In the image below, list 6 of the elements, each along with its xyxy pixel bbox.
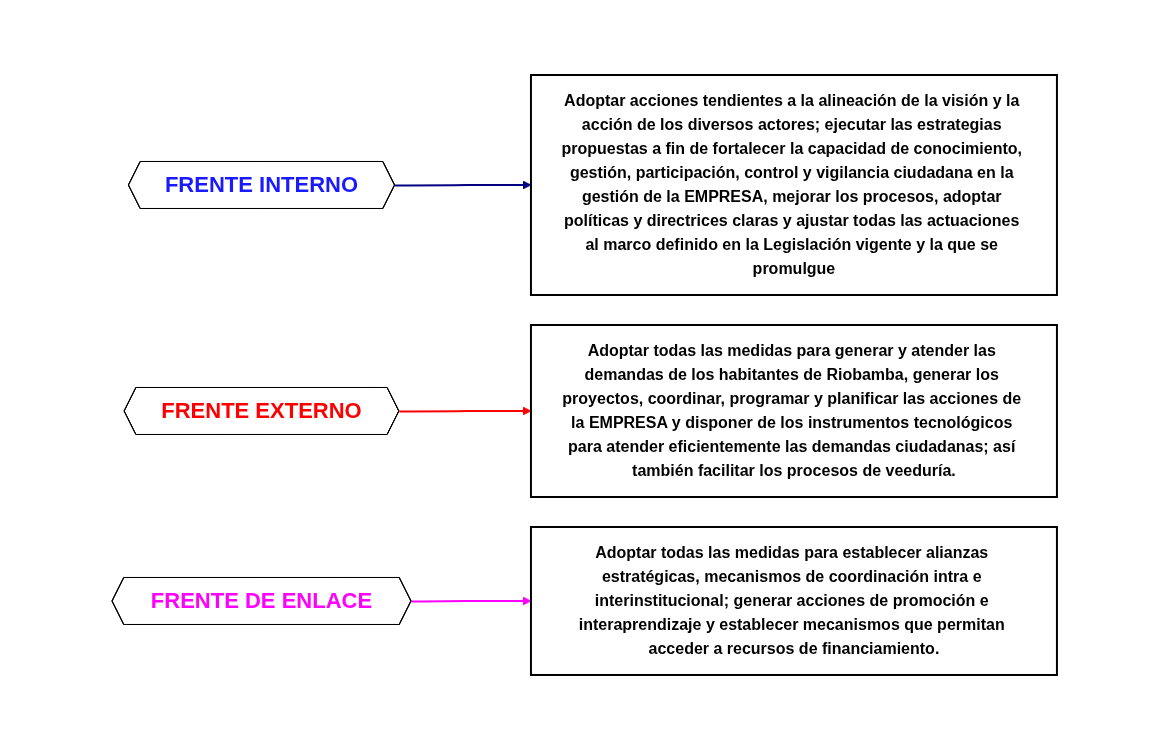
- node-box: Adoptar todas las medidas para generar y atender las demandas de los habitantes de Riobamba, generar los proyectos, coordinar, programar y planificar las acciones de la EMPRESA y disponer de los instrumentos tecnológicos para atender eficientemente las demandas ciudadanas; así también facilitar los procesos de veeduría.: [529, 323, 1058, 498]
- node-box: Adoptar acciones tendientes a la alineación de la visión y la acción de los diversos actores; ejecutar las estrategias propuestas a fin de fortalecer la capacidad de conocimiento, gestión, participación, control y vigilancia ciudadana en la gestión de la EMPRESA, mejorar los procesos, adoptar políticas y directrices claras y ajustar todas las actuaciones al marco definido en la Legislación vigente y la que se promulgue: [529, 73, 1058, 296]
- arrow: [393, 180, 531, 189]
- node-box: Adoptar todas las medidas para establecer alianzas estratégicas, mecanismos de coordinación intra e interinstitucional; generar acciones de promoción e interaprendizaje y establecer mecanismos que permitan acceder a recursos de financiamiento.: [529, 525, 1058, 676]
- arrow: [410, 596, 531, 605]
- arrow: [397, 406, 531, 415]
